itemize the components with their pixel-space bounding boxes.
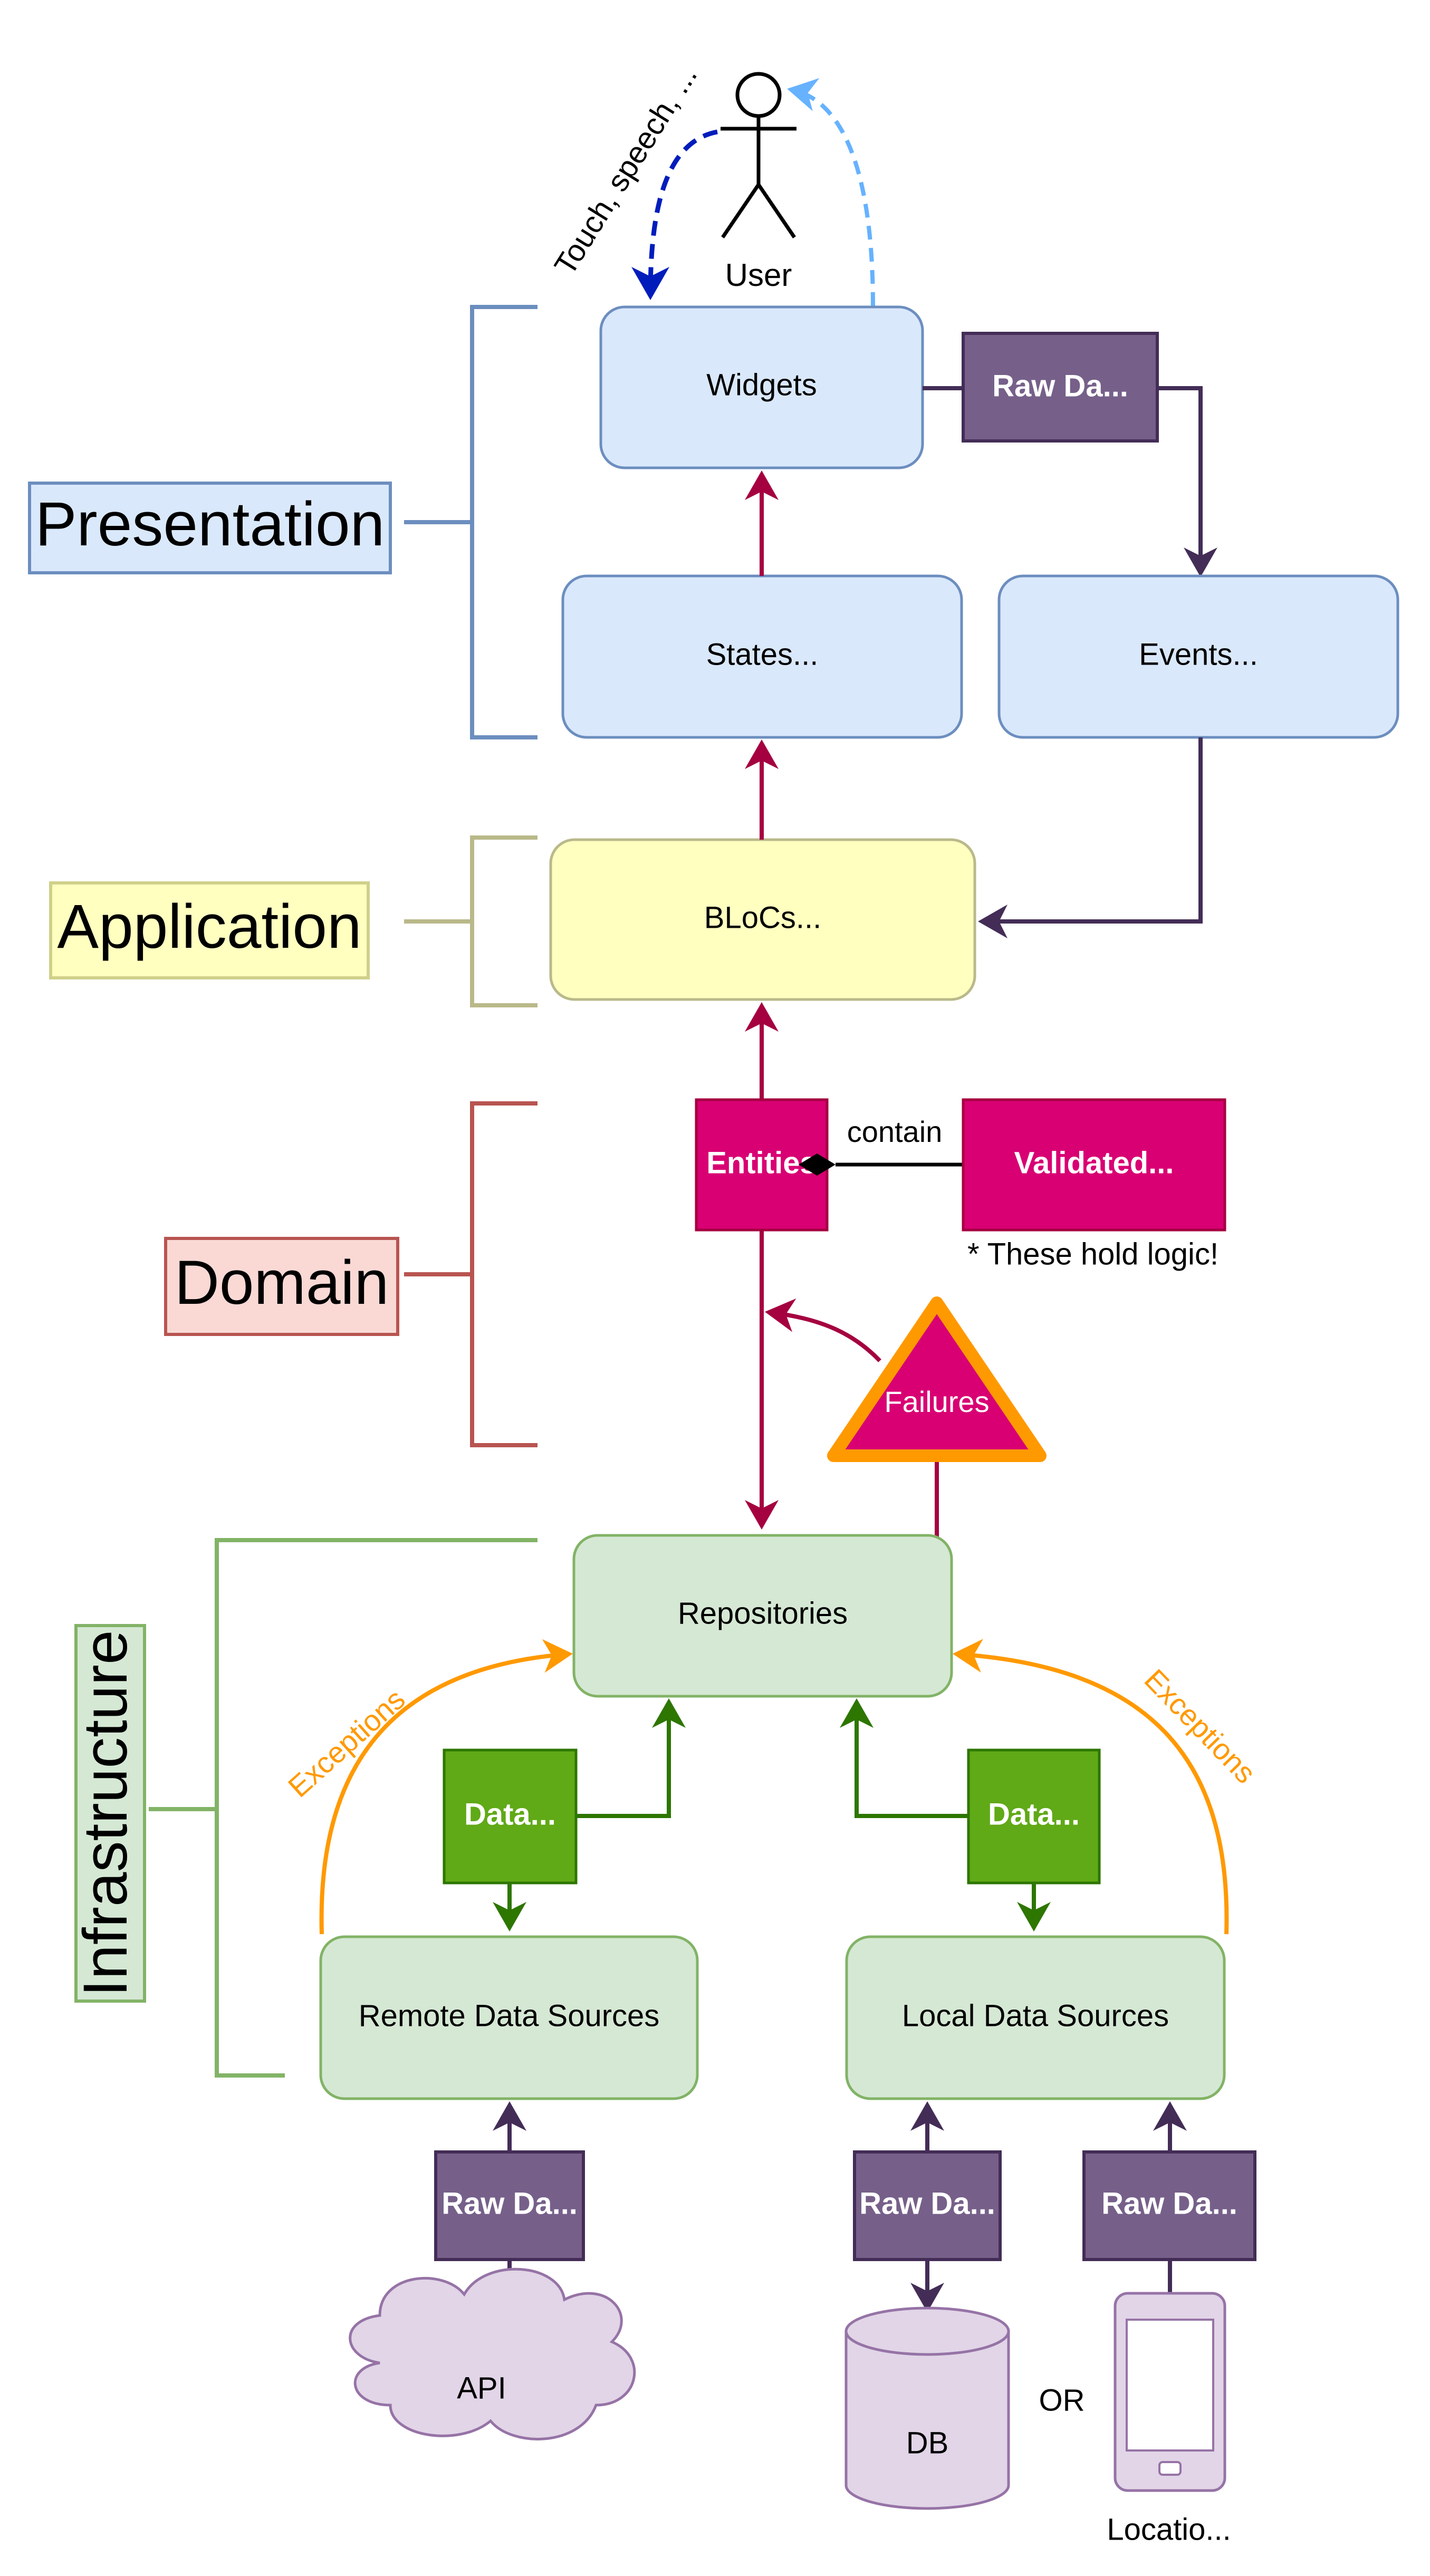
user-icon — [721, 72, 796, 238]
blocs-label: BLoCs... — [704, 900, 821, 935]
failures-label: Failures — [884, 1385, 989, 1418]
db-node: DB — [844, 2306, 1010, 2510]
data-right-label: Data... — [988, 1797, 1080, 1831]
local-data-sources-label: Local Data Sources — [902, 1998, 1169, 2033]
failures-node: Failures — [827, 1296, 1047, 1462]
widgets-label: Widgets — [706, 368, 817, 402]
data-left-node: Data... — [443, 1748, 578, 1885]
events-node: Events... — [997, 574, 1399, 739]
domain-bracket — [404, 1101, 538, 1447]
logic-note: * These hold logic! — [967, 1237, 1218, 1271]
infrastructure-bracket — [149, 1538, 538, 2078]
states-label: States... — [706, 637, 819, 671]
raw-data-api-label: Raw Da... — [442, 2186, 578, 2221]
domain-layer-label: Domain — [164, 1237, 399, 1336]
user-label: User — [725, 257, 792, 293]
raw-data-widgets-node: Raw Da... — [962, 332, 1159, 443]
validated-node: Validated... — [962, 1098, 1226, 1232]
events-label: Events... — [1139, 637, 1258, 671]
raw-data-db-label: Raw Da... — [859, 2186, 995, 2221]
events-to-blocs-connector — [978, 737, 1203, 938]
raw-data-location-label: Raw Da... — [1101, 2186, 1237, 2221]
cloud-icon — [349, 2267, 636, 2440]
user-output-arrow — [787, 78, 875, 306]
raw-data-widgets-label: Raw Da... — [992, 369, 1128, 403]
local-data-sources-node: Local Data Sources — [845, 1935, 1226, 2100]
infrastructure-layer-label: Infrastructure — [71, 1624, 146, 2003]
exceptions-right-arrow — [953, 1639, 1229, 1935]
raw-data-db-node: Raw Da... — [853, 2150, 1002, 2261]
or-label: OR — [1039, 2383, 1085, 2417]
entities-label: Entities — [706, 1146, 817, 1180]
application-layer-text: Application — [57, 892, 361, 962]
blocs-node: BLoCs... — [549, 838, 976, 1001]
entities-node: Entities — [695, 1098, 829, 1232]
failures-to-entities-arrow — [765, 1298, 881, 1362]
user-input-arrow — [631, 129, 718, 300]
infrastructure-layer-text: Infrastructure — [71, 1630, 140, 1996]
db-label: DB — [906, 2426, 949, 2460]
phone-icon — [1114, 2292, 1226, 2492]
presentation-bracket — [404, 305, 538, 739]
data-right-node: Data... — [967, 1748, 1101, 1885]
data-left-label: Data... — [464, 1797, 556, 1831]
states-node: States... — [561, 574, 963, 739]
data-left-to-repositories-connector — [576, 1698, 686, 1818]
location-node: Locatio... — [1107, 2292, 1231, 2546]
domain-layer-text: Domain — [175, 1248, 389, 1318]
widgets-node: Widgets — [599, 305, 924, 469]
data-right-to-repositories-connector — [840, 1698, 968, 1818]
api-cloud-node: API — [349, 2267, 636, 2440]
presentation-layer-label: Presentation — [28, 482, 392, 574]
presentation-layer-text: Presentation — [35, 489, 385, 559]
remote-data-sources-label: Remote Data Sources — [359, 1998, 660, 2033]
raw-data-location-node: Raw Da... — [1082, 2150, 1256, 2261]
exceptions-left-arrow — [319, 1639, 573, 1935]
repositories-label: Repositories — [678, 1596, 848, 1630]
contain-label: contain — [847, 1115, 943, 1148]
location-label: Locatio... — [1107, 2512, 1231, 2546]
database-icon — [844, 2330, 1010, 2510]
user-input-annotation: Touch, speech, ... — [548, 60, 704, 281]
remote-data-sources-node: Remote Data Sources — [319, 1935, 699, 2100]
application-bracket — [404, 835, 538, 1007]
validated-label: Validated... — [1014, 1146, 1174, 1180]
api-label: API — [457, 2371, 506, 2405]
repositories-node: Repositories — [572, 1534, 953, 1698]
application-layer-label: Application — [49, 881, 370, 979]
raw-data-api-node: Raw Da... — [434, 2150, 585, 2261]
